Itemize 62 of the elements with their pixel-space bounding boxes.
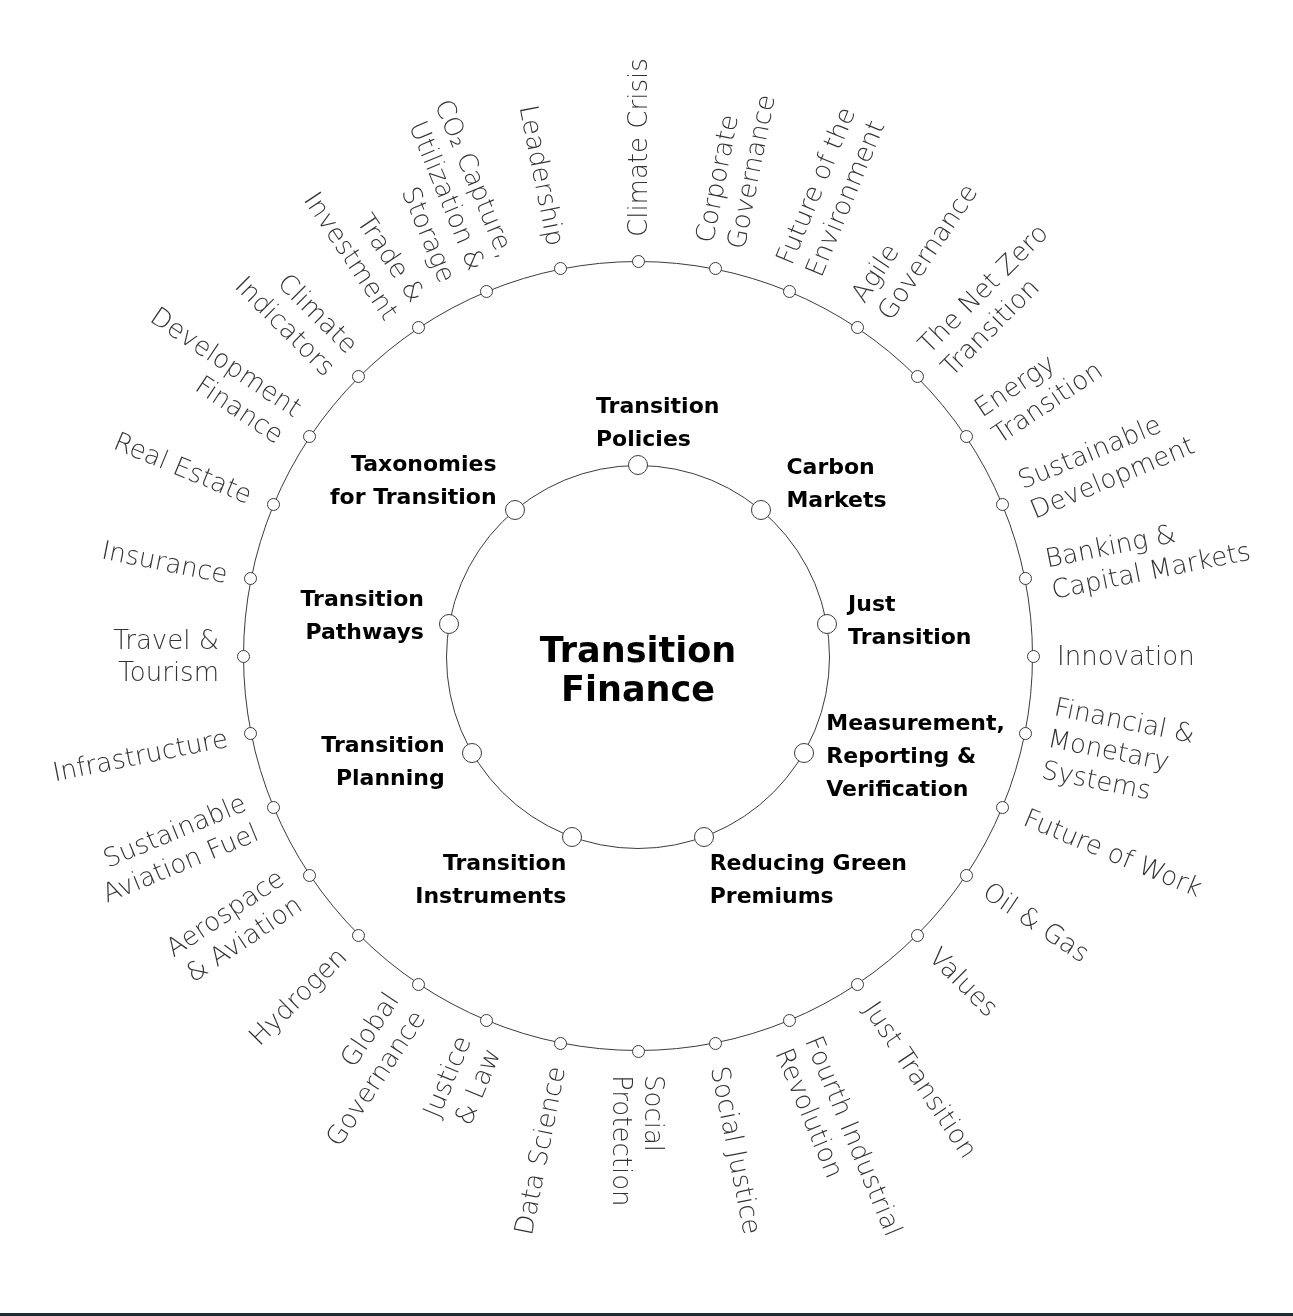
topic-dot [708, 262, 722, 276]
topic-dot [244, 572, 258, 586]
topic-dot [959, 430, 973, 444]
topic-dot [461, 743, 482, 763]
topic-dot [996, 800, 1010, 814]
topic-dot [266, 498, 280, 512]
topic-label: Financial & Monetary Systems [1039, 690, 1198, 808]
topic-dot [751, 499, 772, 520]
topic-dot [794, 743, 815, 763]
topic-dot [480, 1014, 494, 1028]
topic-dot [996, 498, 1010, 512]
topic-dot [352, 928, 366, 942]
topic-dot [910, 370, 924, 384]
topic-dot [850, 321, 864, 335]
topic-dot [412, 321, 426, 335]
topic-dot [1018, 572, 1032, 586]
topic-label: Just Transition [848, 589, 972, 651]
topic-dot [817, 613, 838, 634]
topic-label: Social Justice [704, 1063, 769, 1238]
topic-dot [850, 977, 864, 991]
topic-dot [303, 868, 317, 882]
topic-dot [412, 977, 426, 991]
topic-dot [562, 827, 583, 848]
topic-dot [708, 1036, 722, 1050]
topic-label: Carbon Markets [786, 452, 887, 514]
topic-dot [352, 370, 366, 384]
topic-label: Climate Crisis [622, 58, 654, 237]
topic-label: Leadership [512, 101, 572, 249]
topic-label: Transition Planning [321, 731, 445, 792]
topic-dot [959, 868, 973, 882]
topic-label: Banking & Capital Markets [1042, 518, 1254, 606]
topic-dot [266, 800, 280, 814]
topic-label: Reducing Green Premiums [709, 849, 907, 911]
topic-dot [438, 613, 459, 634]
topic-dot [303, 430, 317, 444]
topic-label: Social Protection [606, 1075, 670, 1207]
topic-dot [782, 284, 796, 298]
topic-label: Transition Instruments [415, 849, 567, 911]
topic-dot [782, 1014, 796, 1028]
topic-label: Data Science [507, 1063, 572, 1238]
topic-label: Insurance [98, 533, 231, 590]
topic-dot [631, 1044, 645, 1058]
topic-label: Transition Pathways [300, 584, 424, 646]
topic-label: Measurement, Reporting & Verification [826, 708, 1005, 803]
hub-title: Transition Finance [539, 631, 737, 709]
topic-dot [554, 1036, 568, 1050]
topic-dot [631, 254, 645, 268]
topic-dot [910, 928, 924, 942]
topic-dot [1018, 726, 1032, 740]
topic-dot [693, 827, 714, 848]
topic-label: Taxonomies for Transition [329, 449, 497, 511]
topic-label: Oil & Gas [978, 875, 1097, 969]
topic-label: Transition Policies [596, 392, 720, 453]
topic-dot [244, 726, 258, 740]
topic-dot [628, 455, 648, 475]
topic-dot [480, 284, 494, 298]
topic-dot [504, 499, 525, 520]
topic-dot [236, 649, 250, 663]
topic-dot [1026, 649, 1040, 663]
topic-label: Travel & Tourism [113, 624, 219, 688]
topic-label: Innovation [1057, 640, 1195, 672]
topic-dot [554, 262, 568, 276]
